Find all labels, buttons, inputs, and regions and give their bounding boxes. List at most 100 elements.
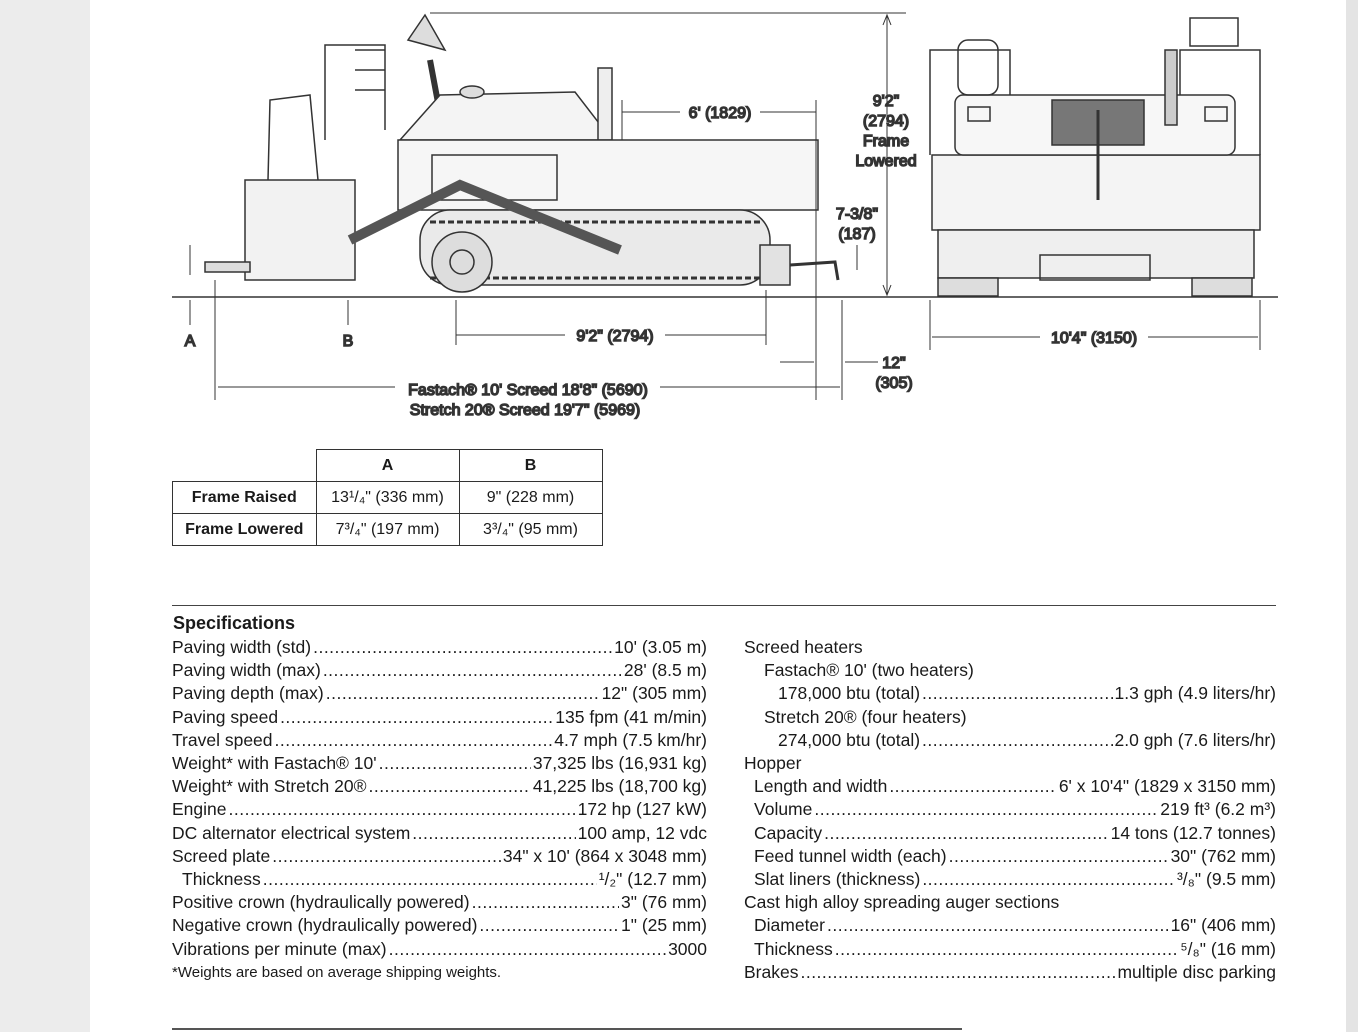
spec-row: Vibrations per minute (max) 3000 [172, 938, 707, 961]
spec-value: 14 tons (12.7 tonnes) [1110, 822, 1276, 843]
spec-value: 12" (305 mm) [601, 683, 707, 704]
scan-margin-left [0, 0, 90, 1032]
dot-leader [313, 636, 612, 659]
dot-leader [412, 822, 575, 845]
dot-leader [479, 914, 619, 937]
col-header-b: B [458, 449, 603, 482]
spec-row: Slat liners (thickness) ³/₈" (9.5 mm) [744, 868, 1276, 891]
spec-value: 172 hp (127 kW) [577, 799, 707, 820]
dim-hopper-length: 6' (1829) [689, 105, 752, 122]
spec-label: Volume [754, 799, 813, 820]
spec-row: Paving width (std)10' (3.05 m) [172, 636, 707, 659]
dot-leader [800, 961, 1115, 984]
frame-clearance-table: A B Frame Raised 13¹/₄" (336 mm) 9" (228… [172, 449, 603, 546]
col-header-a: A [315, 449, 460, 482]
spec-label: Paving width (std) [172, 637, 312, 657]
spec-label: Stretch 20® (four heaters) [764, 706, 967, 727]
spec-row: Thickness ⁵/₈" (16 mm) [744, 938, 1276, 961]
dot-leader [922, 729, 1112, 752]
spec-label: Capacity [754, 822, 823, 843]
spec-label: Engine [172, 799, 227, 820]
spec-row: Positive crown (hydraulically powered)3"… [172, 891, 707, 914]
dim-height-1: 9'2" [873, 93, 900, 110]
dot-leader [814, 798, 1158, 821]
spec-label: 178,000 btu (total) [778, 683, 921, 704]
spec-label: Screed heaters [744, 637, 863, 657]
spec-value: 37,325 lbs (16,931 kg) [532, 753, 707, 774]
spec-row: Cast high alloy spreading auger sections [744, 891, 1276, 914]
spec-label: Vibrations per minute (max) [172, 938, 387, 959]
spec-row: Capacity 14 tons (12.7 tonnes) [744, 822, 1276, 845]
spec-value: 41,225 lbs (18,700 kg) [532, 776, 707, 797]
dim-overall-stretch: Stretch 20® Screed 19'7" (5969) [410, 402, 640, 419]
dim-clearance-1: 7-3/8" [836, 206, 878, 223]
spec-label: 274,000 btu (total) [778, 729, 921, 750]
spec-value: 3" (76 mm) [621, 892, 707, 913]
dot-leader [263, 868, 597, 891]
label-b: B [343, 333, 354, 350]
dot-leader [824, 822, 1109, 845]
dim-overall-width: 10'4" (3150) [1051, 330, 1137, 347]
spec-value: 30" (762 mm) [1170, 845, 1276, 866]
spec-label: Paving speed [172, 706, 279, 727]
dim-clearance-2: (187) [838, 226, 875, 243]
spec-value: 135 fpm (41 m/min) [555, 706, 707, 727]
cell-a: 7³/₄" (197 mm) [315, 513, 460, 546]
dot-leader [835, 938, 1179, 961]
spec-row: Fastach® 10' (two heaters) [744, 659, 1276, 682]
specs-left-column: Paving width (std)10' (3.05 m)Paving wid… [172, 636, 707, 984]
spec-value: 3000 [668, 938, 707, 959]
spec-value: 100 amp, 12 vdc [577, 822, 707, 843]
spec-row: Thickness¹/₂" (12.7 mm) [172, 868, 707, 891]
spec-row: Screed plate34" x 10' (864 x 3048 mm) [172, 845, 707, 868]
specifications-heading: Specifications [173, 613, 296, 633]
spec-label: Brakes [744, 961, 799, 982]
dot-leader [922, 682, 1112, 705]
spec-label: Slat liners (thickness) [754, 869, 921, 890]
bottom-rule [172, 1028, 962, 1030]
spec-row: 178,000 btu (total)1.3 gph (4.9 liters/h… [744, 682, 1276, 705]
dimension-lines [189, 12, 1261, 400]
spec-row: Length and width6' x 10'4" (1829 x 3150 … [744, 775, 1276, 798]
rear-view-paver [929, 17, 1261, 297]
spec-row: 274,000 btu (total)2.0 gph (7.6 liters/h… [744, 729, 1276, 752]
table-row: Frame Raised 13¹/₄" (336 mm) 9" (228 mm) [172, 481, 603, 514]
dim-overall-fastach: Fastach® 10' Screed 18'8" (5690) [408, 382, 648, 399]
spec-row: Negative crown (hydraulically powered)1"… [172, 914, 707, 937]
weights-footnote: *Weights are based on average shipping w… [172, 963, 502, 981]
spec-value: 34" x 10' (864 x 3048 mm) [502, 845, 707, 866]
label-a: A [185, 333, 196, 350]
spec-value: ³/₈" (9.5 mm) [1176, 869, 1276, 890]
spec-row: Feed tunnel width (each)30" (762 mm) [744, 845, 1276, 868]
dot-leader [949, 845, 1169, 868]
dot-leader [272, 845, 501, 868]
spec-row: Paving depth (max) 12" (305 mm) [172, 682, 707, 705]
spec-label: Cast high alloy spreading auger sections [744, 892, 1060, 913]
dot-leader [368, 775, 530, 798]
spec-value: 219 ft³ (6.2 m³) [1160, 799, 1276, 820]
spec-value: ⁵/₈" (16 mm) [1180, 938, 1276, 959]
dim-rear-2: (305) [875, 375, 912, 392]
dim-track-length: 9'2" (2794) [576, 328, 653, 345]
cell-b: 3³/₄" (95 mm) [458, 513, 603, 546]
spec-label: Thickness [182, 869, 261, 890]
spec-value: 4.7 mph (7.5 km/hr) [554, 729, 707, 750]
spec-label: Hopper [744, 753, 802, 774]
spec-row: Weight* with Fastach® 10' 37,325 lbs (16,… [172, 752, 707, 775]
spec-row: Stretch 20® (four heaters) [744, 706, 1276, 729]
dot-leader [827, 914, 1169, 937]
spec-row: Screed heaters [744, 636, 1276, 659]
spec-label: Paving width (max) [172, 660, 321, 681]
spec-value: multiple disc parking [1117, 961, 1276, 982]
dot-leader [889, 775, 1057, 798]
spec-value: 1" (25 mm) [621, 915, 707, 936]
spec-value: 28' (8.5 m) [623, 660, 707, 681]
spec-row: Diameter16" (406 mm) [744, 914, 1276, 937]
spec-value: 16" (406 mm) [1170, 915, 1276, 936]
spec-label: Thickness [754, 938, 833, 959]
spec-label: Paving depth (max) [172, 683, 324, 704]
spec-label: Weight* with Stretch 20® [172, 776, 367, 797]
dot-leader [389, 938, 666, 961]
spec-row: Volume 219 ft³ (6.2 m³) [744, 798, 1276, 821]
spec-label: Weight* with Fastach® 10' [172, 753, 377, 774]
